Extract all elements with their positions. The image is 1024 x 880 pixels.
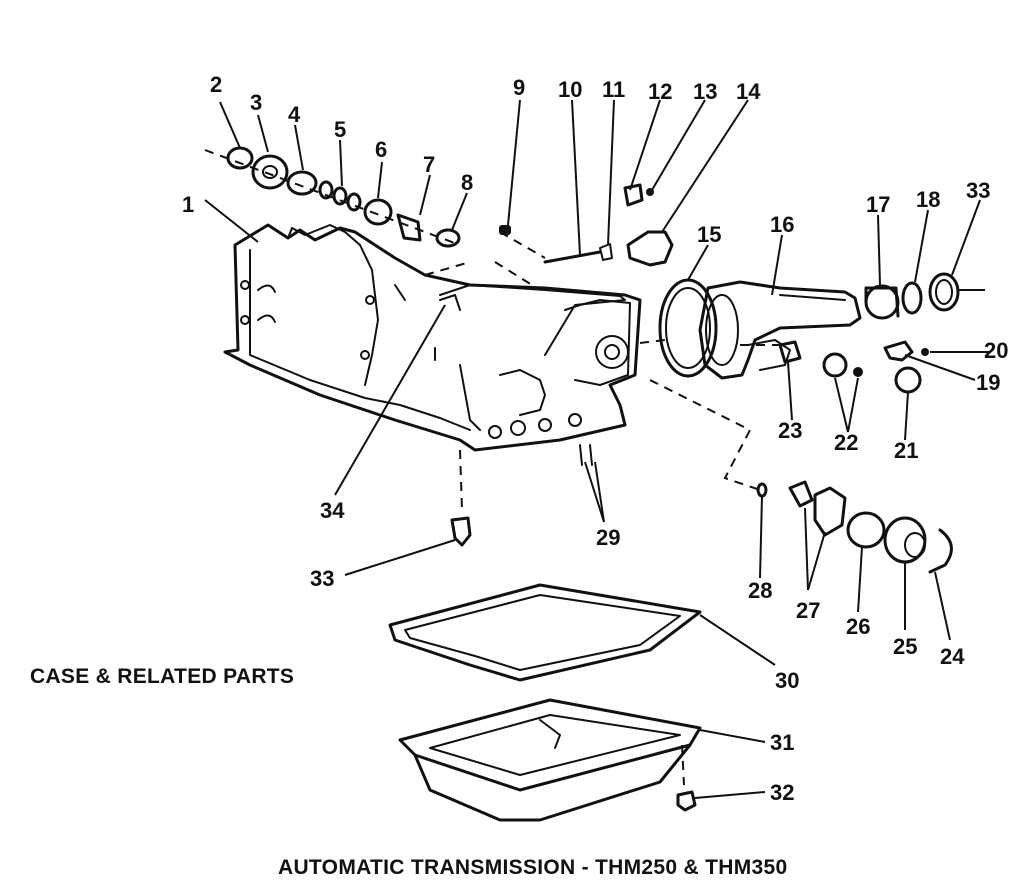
callout-1: 1 [182,192,194,217]
assembly-axis-lines [204,149,780,786]
callout-2: 2 [210,72,222,97]
callout-26: 26 [846,614,870,639]
callout-5: 5 [334,117,346,142]
oil-pan [398,698,702,822]
callout-27: 27 [796,598,820,623]
callout-6: 6 [375,137,387,162]
callout-12: 12 [648,79,672,104]
callout-30: 30 [775,668,799,693]
seal-ring-inner [665,287,711,369]
speedometer-parts-19-23 [778,340,929,394]
callout-33-plug: 33 [310,566,334,591]
valve-components-2-8 [226,146,461,248]
callout-7: 7 [423,152,435,177]
diagram-title: AUTOMATIC TRANSMISSION - THM250 & THM350 [278,856,787,879]
callout-25: 25 [893,634,917,659]
callout-18: 18 [916,187,940,212]
callout-10: 10 [558,77,582,102]
callout-3: 3 [250,90,262,115]
callout-17: 17 [866,192,890,217]
callout-22: 22 [834,430,858,455]
callout-32: 32 [770,780,794,805]
transmission-case [223,223,642,452]
callout-11: 11 [602,77,625,102]
callout-23: 23 [778,418,802,443]
section-label: CASE & RELATED PARTS [30,665,294,688]
callout-28: 28 [748,578,772,603]
callout-20: 20 [984,338,1008,363]
pan-gasket [388,583,702,682]
servo-parts-24-28 [756,480,953,574]
callout-13: 13 [693,79,717,104]
callout-21: 21 [894,438,918,463]
callout-29: 29 [596,525,620,550]
callout-4: 4 [288,102,301,127]
callout-9: 9 [513,75,525,100]
callout-labels: 1 2 3 4 5 6 7 8 9 10 11 12 13 14 15 16 1… [182,72,1008,805]
callout-24: 24 [940,644,965,669]
callout-19: 19 [976,370,1000,395]
rear-bushing-seal [864,272,985,320]
callout-34: 34 [320,498,345,523]
callout-16: 16 [770,212,794,237]
callout-31: 31 [770,730,794,755]
leader-lines [204,99,990,799]
shaft-linkage-9-14 [499,183,674,267]
callout-14: 14 [736,79,761,104]
case-fasteners [450,444,593,547]
drain-plug [676,790,697,812]
callout-33-rear: 33 [966,178,990,203]
extension-housing [698,280,862,380]
callout-15: 15 [697,222,721,247]
callout-8: 8 [461,170,473,195]
